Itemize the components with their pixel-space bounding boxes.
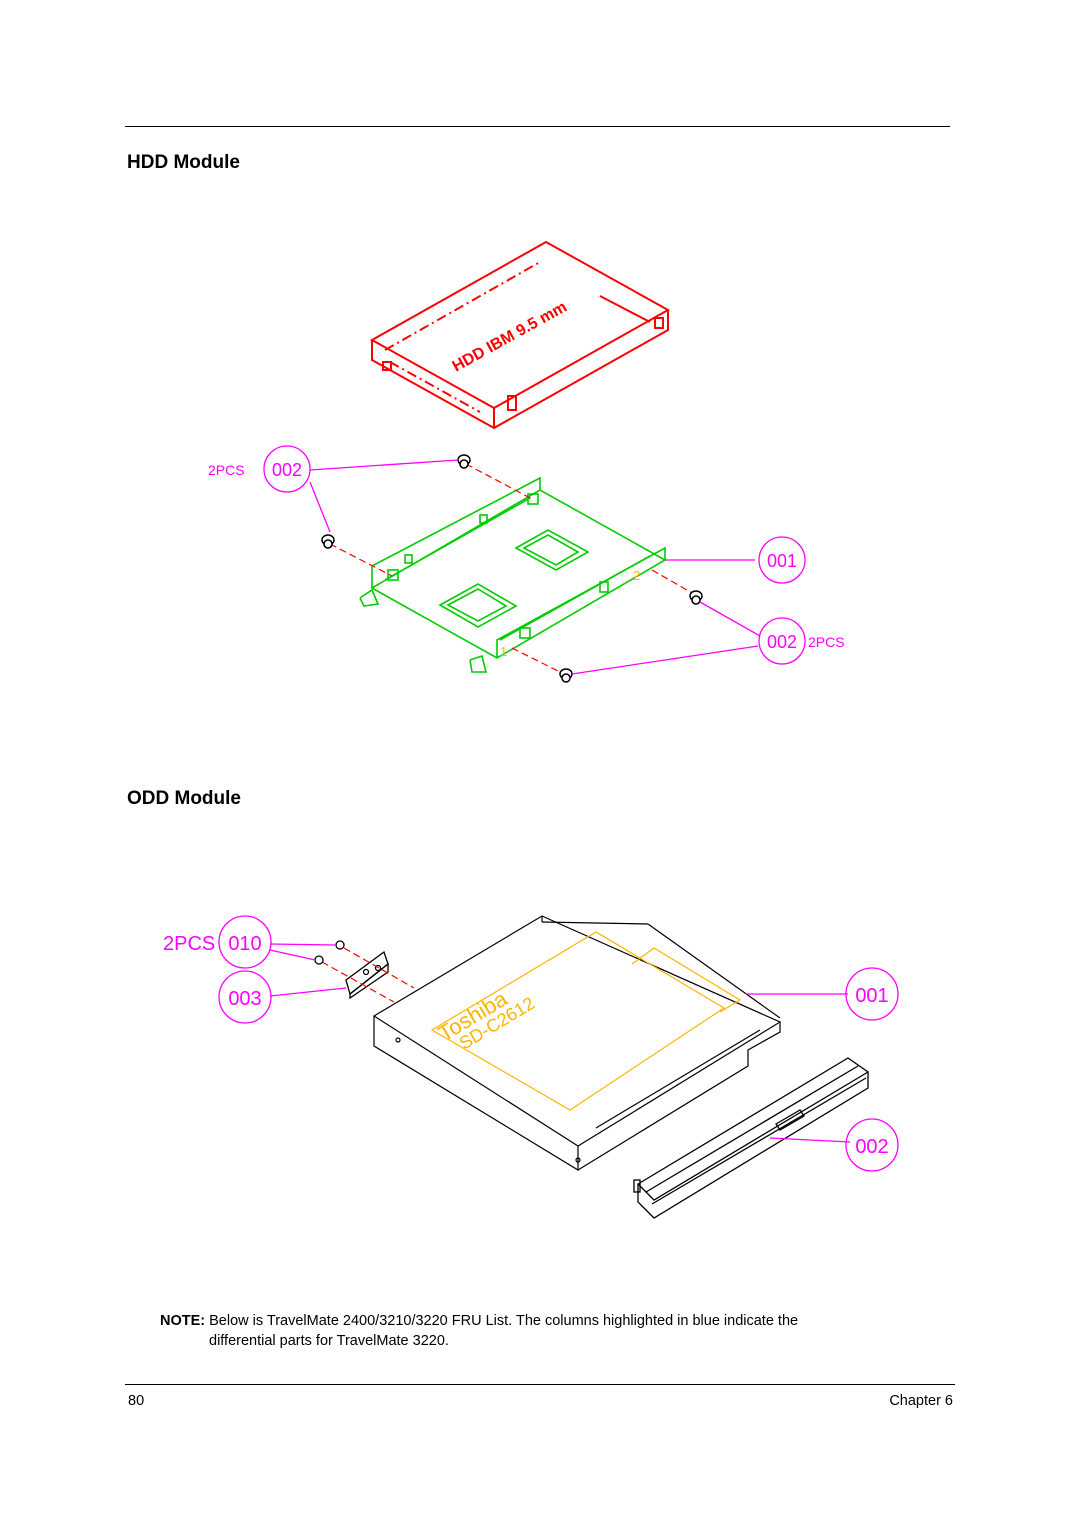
odd-drive [372,915,782,1172]
footer-rule [125,1384,955,1385]
callout-circle [263,445,311,493]
odd-bezel [633,1057,870,1219]
odd-diagram: Toshiba SD-C2612 2PCS 010 003 001 [163,915,899,1219]
odd-screw-paths [321,947,415,1003]
callout-part-number: 001 [855,985,888,1007]
callout-part-number: 002 [855,1136,888,1158]
callout-circle [758,617,806,665]
note-text-line2: differential parts for TravelMate 3220. [209,1333,449,1349]
callout-part-number: 003 [228,988,261,1010]
odd-label-outline [430,931,742,1111]
chapter-label: Chapter 6 [889,1393,953,1409]
hdd-screw-icon [321,454,703,683]
hdd-drive-label: HDD IBM 9.5 mm [450,299,570,376]
callout-qty: 2PCS [163,933,215,955]
note-prefix: NOTE: [160,1313,206,1329]
note-paragraph: NOTE: Below is TravelMate 2400/3210/3220… [160,1311,920,1351]
hdd-bracket [359,476,667,673]
note-text-line1: Below is TravelMate 2400/3210/3220 FRU L… [209,1313,799,1329]
callout-circle [218,915,272,969]
callout-part-number: 001 [767,551,797,571]
callout-circle [758,536,806,584]
bracket-mark-1: 1 [500,644,507,659]
hdd-module-heading: HDD Module [127,152,240,173]
callout-circle [845,967,899,1021]
callout-circle [218,970,272,1024]
odd-small-bracket [345,950,389,1000]
callout-qty: 2PCS [808,634,845,650]
hdd-diagram: HDD IBM 9.5 mm 1 2 [208,240,845,683]
hdd-screw-paths [329,463,695,675]
odd-module-heading: ODD Module [127,788,241,809]
callout-qty: 2PCS [208,462,245,478]
hdd-drive [369,240,671,430]
bracket-mark-2: 2 [633,568,640,583]
callout-part-number: 002 [272,460,302,480]
page-number: 80 [128,1393,145,1409]
odd-screw-icon [314,940,345,965]
callout-circle [845,1118,899,1172]
callout-part-number: 010 [228,933,261,955]
callout-part-number: 002 [767,632,797,652]
header-rule [125,126,950,127]
